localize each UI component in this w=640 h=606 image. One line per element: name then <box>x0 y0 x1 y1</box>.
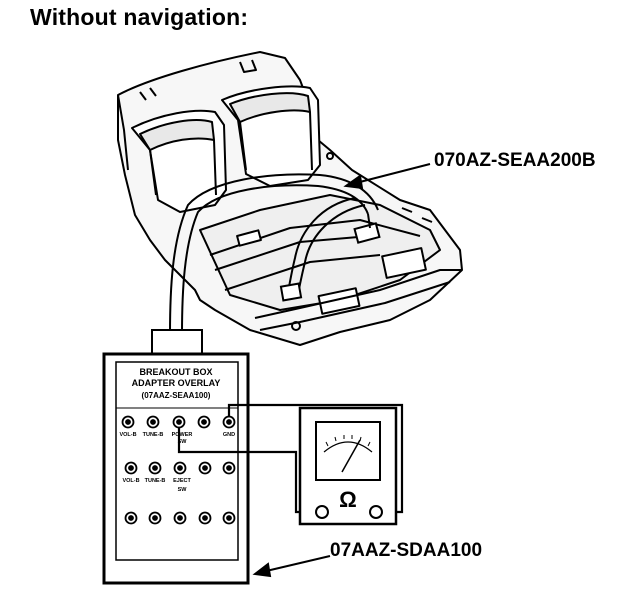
callout-harness: 070AZ-SEAA200B <box>434 150 596 171</box>
jack-row-2-labels: VOL-B TUNE-B EJECT SW <box>122 478 191 493</box>
page-heading: Without navigation: <box>30 4 249 30</box>
breakout-labels: BREAKOUT BOX ADAPTER OVERLAY (07AAZ-SEAA… <box>132 367 221 400</box>
callout-breakout-box: 07AAZ-SDAA100 <box>330 540 483 561</box>
jack-label-tune-b-2: TUNE-B <box>145 478 166 484</box>
meter-terminal-left <box>315 505 329 519</box>
jack-label-power-sw: SW <box>178 439 188 445</box>
jack-label-vol-b: VOL-B <box>119 432 136 438</box>
breakout-part-number: (07AAZ-SEAA100) <box>142 391 211 400</box>
jack-label-eject: EJECT <box>173 478 191 484</box>
jack-label-eject-sw: SW <box>178 487 188 493</box>
harness-callout-arrow <box>343 163 431 190</box>
multimeter: Ω <box>298 406 398 526</box>
jack-label-tune-b: TUNE-B <box>143 432 164 438</box>
breakout-title-line2: ADAPTER OVERLAY <box>132 378 221 388</box>
jack-label-gnd: GND <box>223 432 235 438</box>
jack-row-3 <box>124 511 236 525</box>
jack-row-1-labels: VOL-B TUNE-B POWER SW GND <box>119 432 235 445</box>
overhead-console <box>117 51 463 346</box>
breakout-title-line1: BREAKOUT BOX <box>139 367 212 377</box>
ohm-symbol: Ω <box>339 487 357 512</box>
jack-label-vol-b-2: VOL-B <box>122 478 139 484</box>
meter-terminal-right <box>369 505 383 519</box>
meter-display <box>315 421 381 481</box>
jack-row-2 <box>124 461 236 475</box>
meter-needle <box>341 439 361 473</box>
jack-label-power: POWER <box>172 432 193 438</box>
jack-row-1 <box>121 415 236 429</box>
breakout-callout-arrow <box>252 555 331 578</box>
